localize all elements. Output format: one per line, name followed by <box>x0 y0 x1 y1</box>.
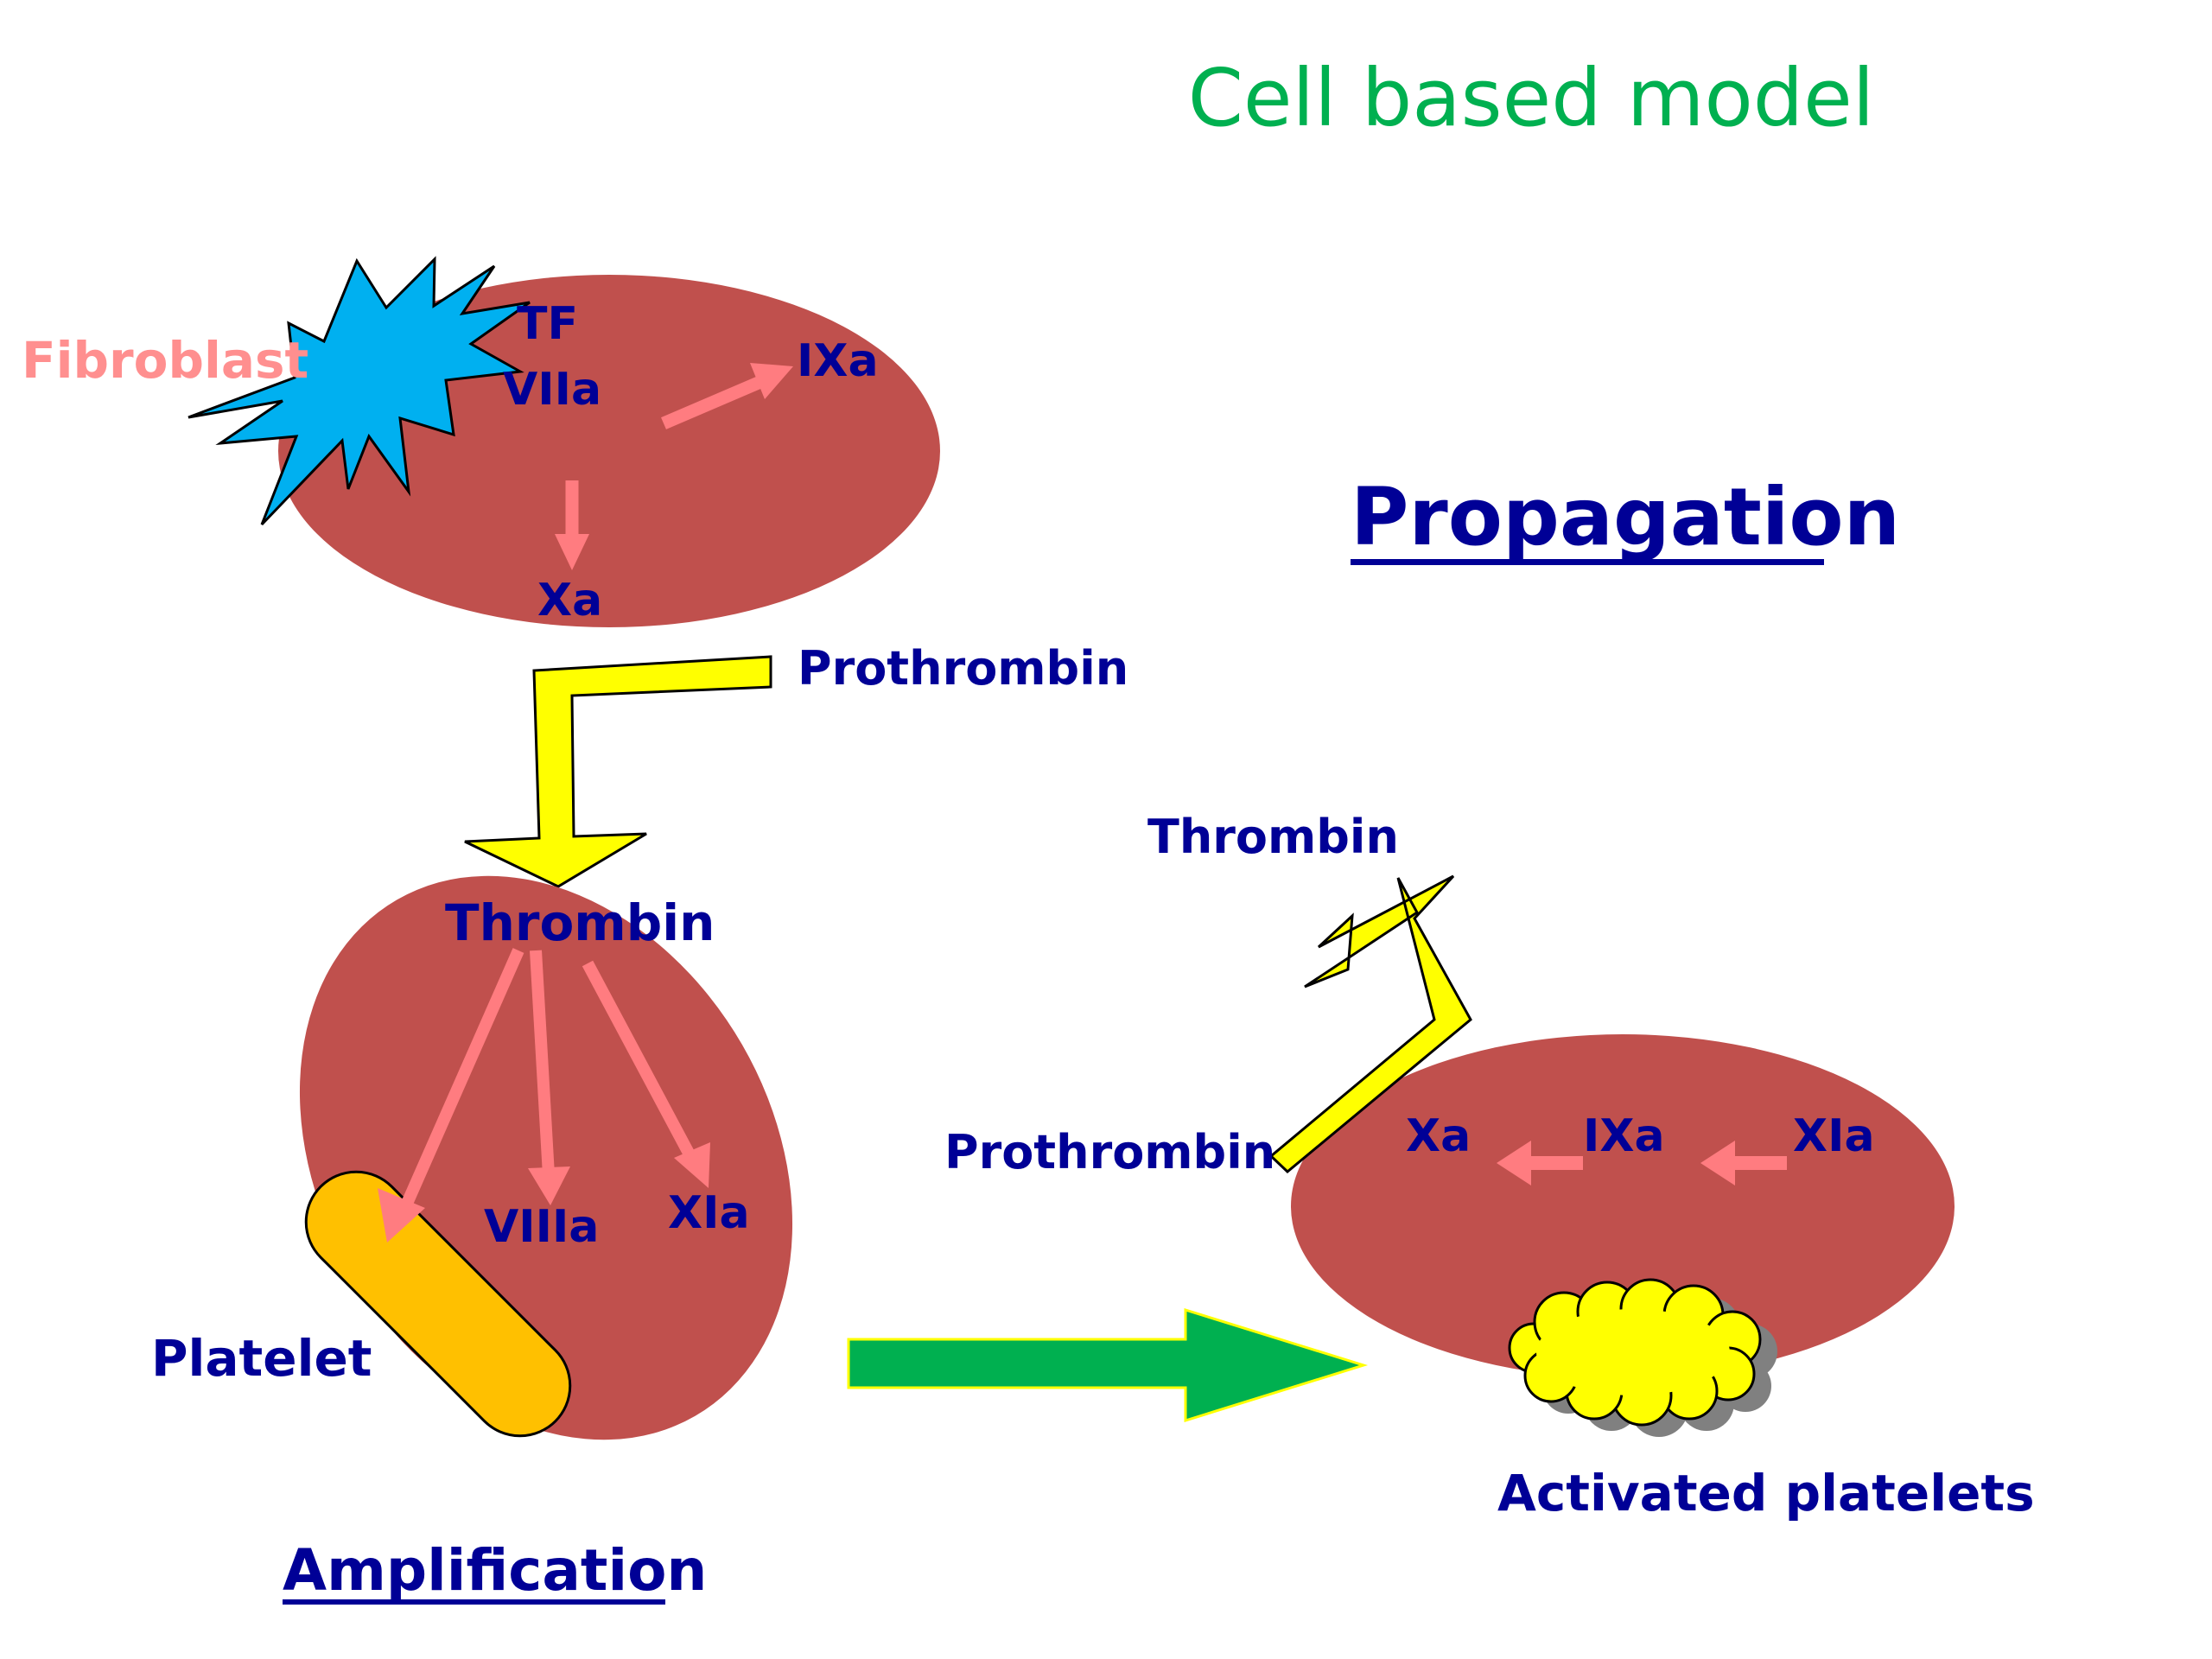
propagation-prothrombin-to-thrombin-arrow <box>1268 874 1472 1174</box>
factor-xa-label: Xa <box>537 575 602 626</box>
arrow-xia-to-ixa <box>1700 1141 1787 1185</box>
thrombin-label-propagation: Thrombin <box>1147 810 1399 864</box>
platelet-icon <box>304 1170 572 1438</box>
arrow-viia-to-ixa <box>661 363 793 429</box>
propagation-cell <box>1291 1034 1955 1378</box>
amplification-underline <box>283 1599 665 1605</box>
factor-tf-label: TF <box>517 298 578 350</box>
platelet-label: Platelet <box>151 1329 372 1388</box>
activated-platelets-label: Activated platelets <box>1497 1464 2035 1522</box>
factor-xa-label-propagation: Xa <box>1406 1110 1471 1162</box>
arrow-ixa-to-xa <box>1497 1141 1583 1185</box>
initiation-group: Fibroblast TF VIIa IXa Xa Prothrombin <box>22 256 1128 888</box>
factor-viia-label: VIIa <box>503 364 601 416</box>
fibroblast-star-icon <box>188 256 531 526</box>
factor-xia-label-propagation: XIa <box>1793 1110 1875 1162</box>
amplification-group: Thrombin VIIIa XIa Platelet Amplificatio… <box>151 875 793 1605</box>
amplification-heading-text: Amplification <box>283 1537 707 1604</box>
propagation-underline <box>1351 559 1824 565</box>
diagram-title: Cell based model <box>1188 52 1875 144</box>
prothrombin-to-thrombin-arrow <box>464 655 772 888</box>
prothrombin-label-propagation: Prothrombin <box>944 1125 1275 1179</box>
stage-transition-arrow <box>847 1307 1369 1423</box>
thrombin-label-amplification: Thrombin <box>445 893 715 952</box>
prothrombin-label-initiation: Prothrombin <box>798 641 1128 696</box>
propagation-heading: Propagation <box>1351 471 1900 565</box>
factor-ixa-label-propagation: IXa <box>1583 1110 1665 1162</box>
propagation-group: Propagation Thrombin <box>944 471 2035 1522</box>
activated-platelets-cloud-icon <box>1508 1278 1777 1437</box>
arrow-thrombin-to-platelet <box>378 948 524 1243</box>
factor-ixa-label: IXa <box>797 335 879 387</box>
arrow-thrombin-to-viiia <box>528 950 570 1205</box>
arrow-thrombin-to-xia <box>582 960 710 1188</box>
factor-xia-label-amplification: XIa <box>668 1187 750 1239</box>
propagation-heading-text: Propagation <box>1351 471 1900 563</box>
fibroblast-label: Fibroblast <box>22 331 308 390</box>
arrow-to-xa <box>555 480 589 570</box>
factor-viiia-label: VIIIa <box>484 1201 599 1253</box>
amplification-heading: Amplification <box>283 1537 707 1605</box>
